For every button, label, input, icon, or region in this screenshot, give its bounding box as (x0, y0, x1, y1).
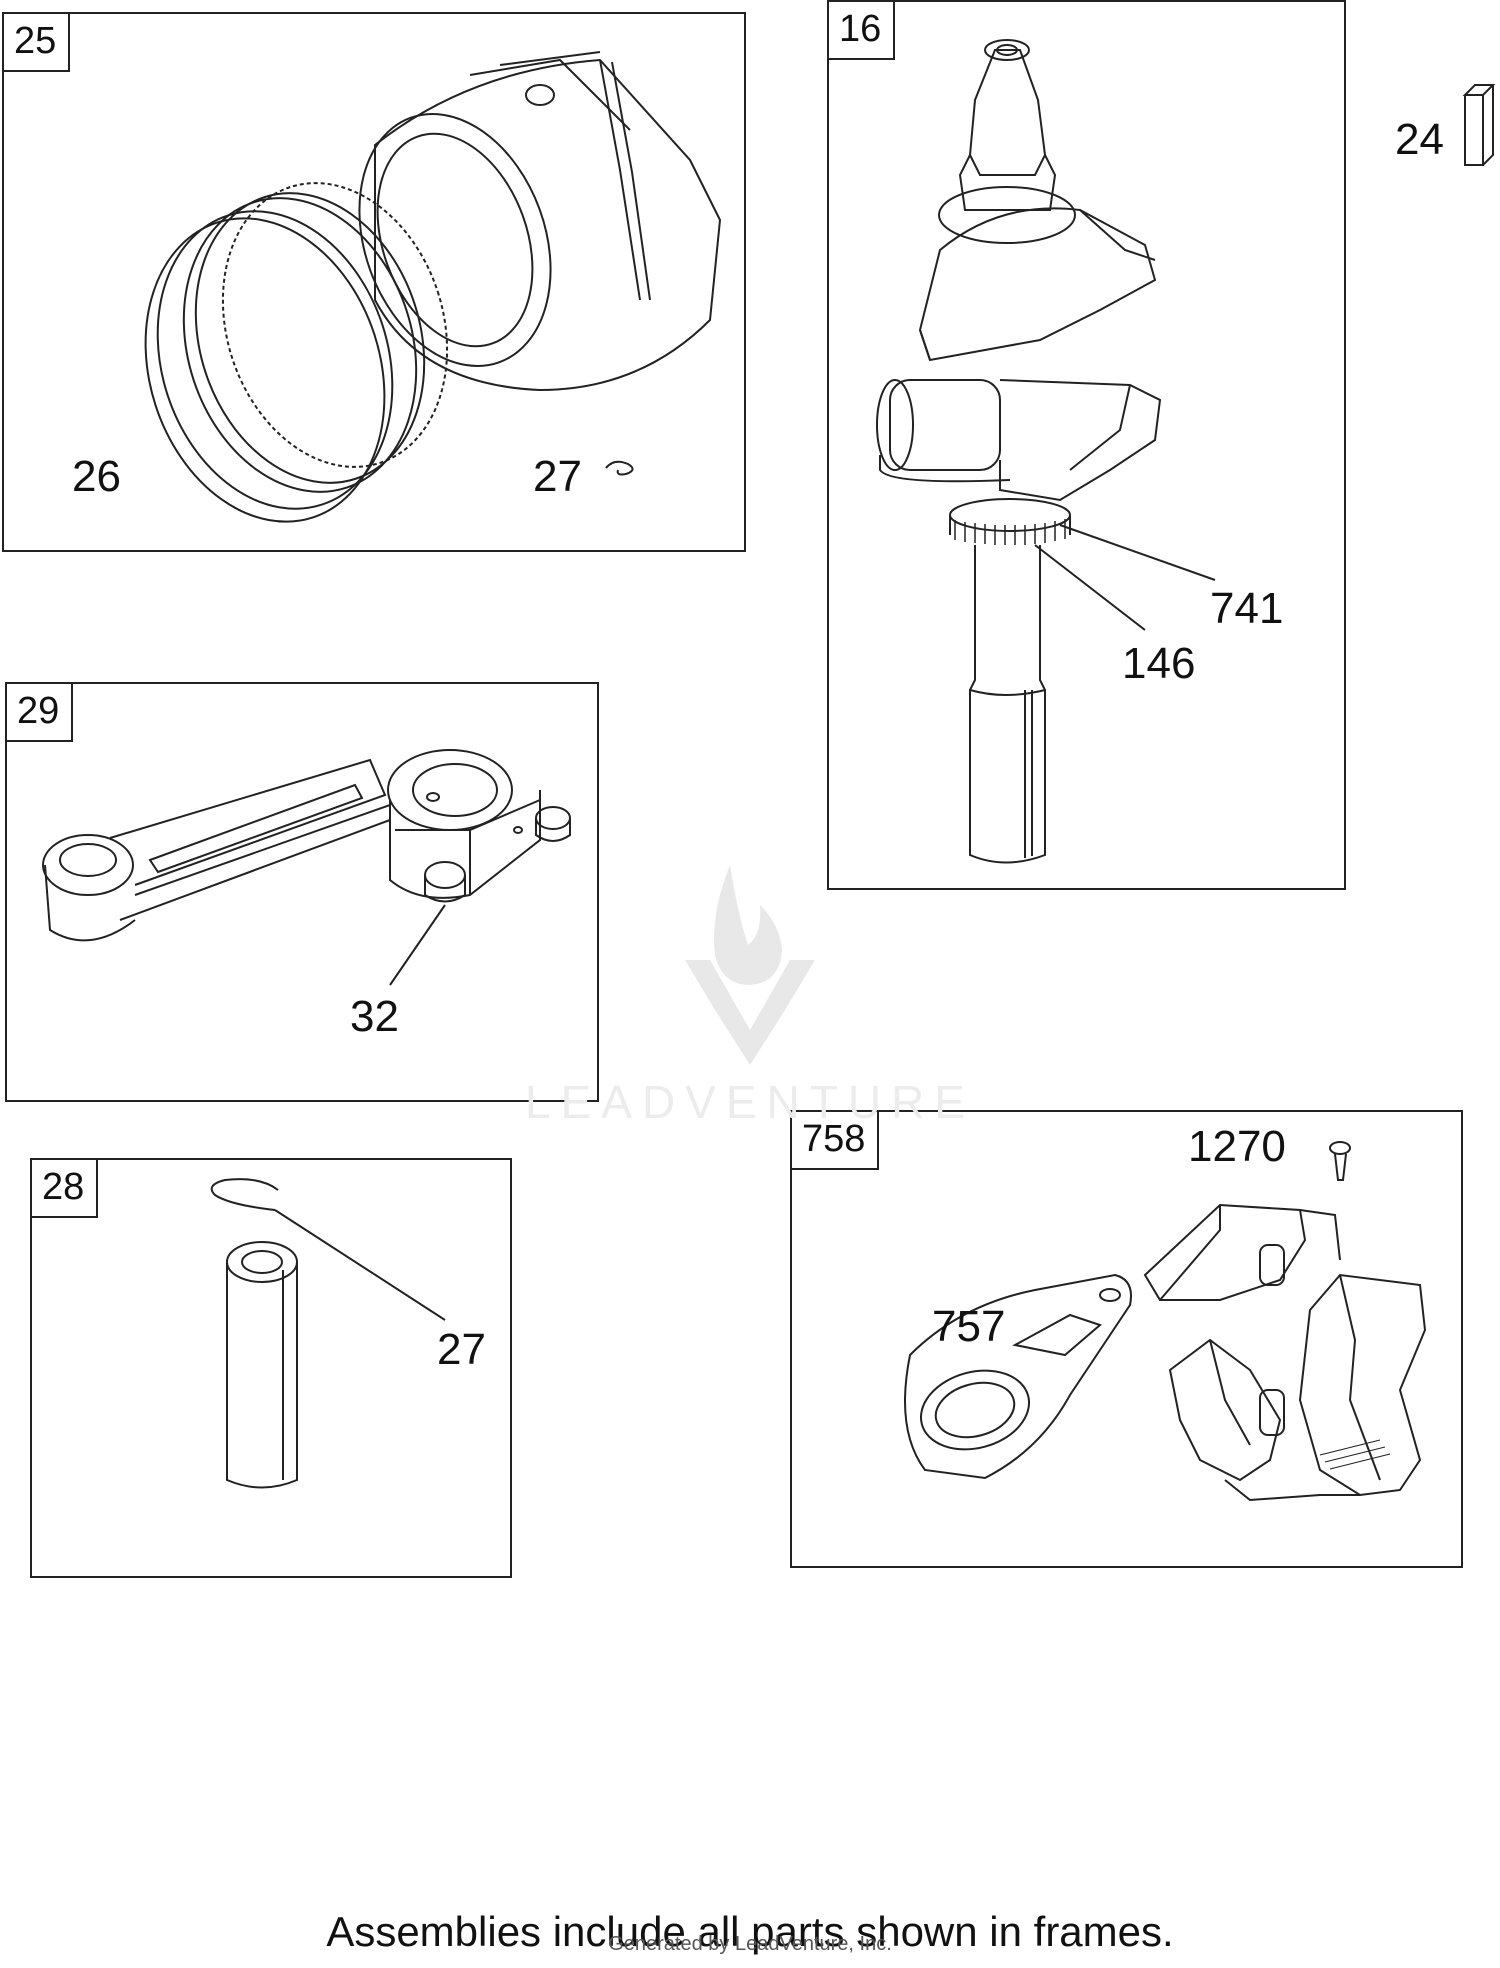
watermark-logo: LEADVENTURE (490, 845, 1010, 1135)
frame-tag-758: 758 (792, 1112, 880, 1170)
footer-credit: Generated by LeadVenture, Inc. (608, 1933, 892, 1955)
callout-32: 32 (350, 992, 399, 1041)
callout-27-ring-clip: 27 (533, 452, 582, 501)
callout-741: 741 (1210, 584, 1284, 633)
footer-note: Assemblies include all parts shown in fr… (326, 1908, 1174, 1955)
callout-27-pin-clip: 27 (437, 1325, 486, 1374)
frame-tag-29: 29 (7, 684, 74, 742)
frame-758: 758 (790, 1110, 1463, 1568)
balance-weight-illustration (904, 1141, 1427, 1502)
key-illustration (1462, 84, 1496, 166)
frame-25: 25 (2, 12, 746, 552)
frame-tag-28: 28 (32, 1160, 99, 1218)
piston-pin-illustration (210, 1178, 446, 1489)
piston-ring-set-illustration (144, 51, 722, 523)
frame-28: 28 (30, 1158, 512, 1578)
callout-26: 26 (72, 452, 121, 501)
callout-1270: 1270 (1188, 1122, 1286, 1171)
frame-tag-25: 25 (4, 14, 71, 72)
frame-29: 29 (5, 682, 599, 1102)
crankshaft-illustration (876, 39, 1216, 864)
callout-757: 757 (932, 1302, 1006, 1351)
watermark-flame-icon (685, 865, 815, 1065)
connecting-rod-illustration (42, 749, 571, 986)
callout-24: 24 (1395, 115, 1444, 164)
frame-16: 16 (827, 0, 1346, 890)
frame-tag-16: 16 (829, 2, 896, 60)
watermark-text: LEADVENTURE (525, 1076, 975, 1128)
callout-146: 146 (1122, 639, 1196, 688)
